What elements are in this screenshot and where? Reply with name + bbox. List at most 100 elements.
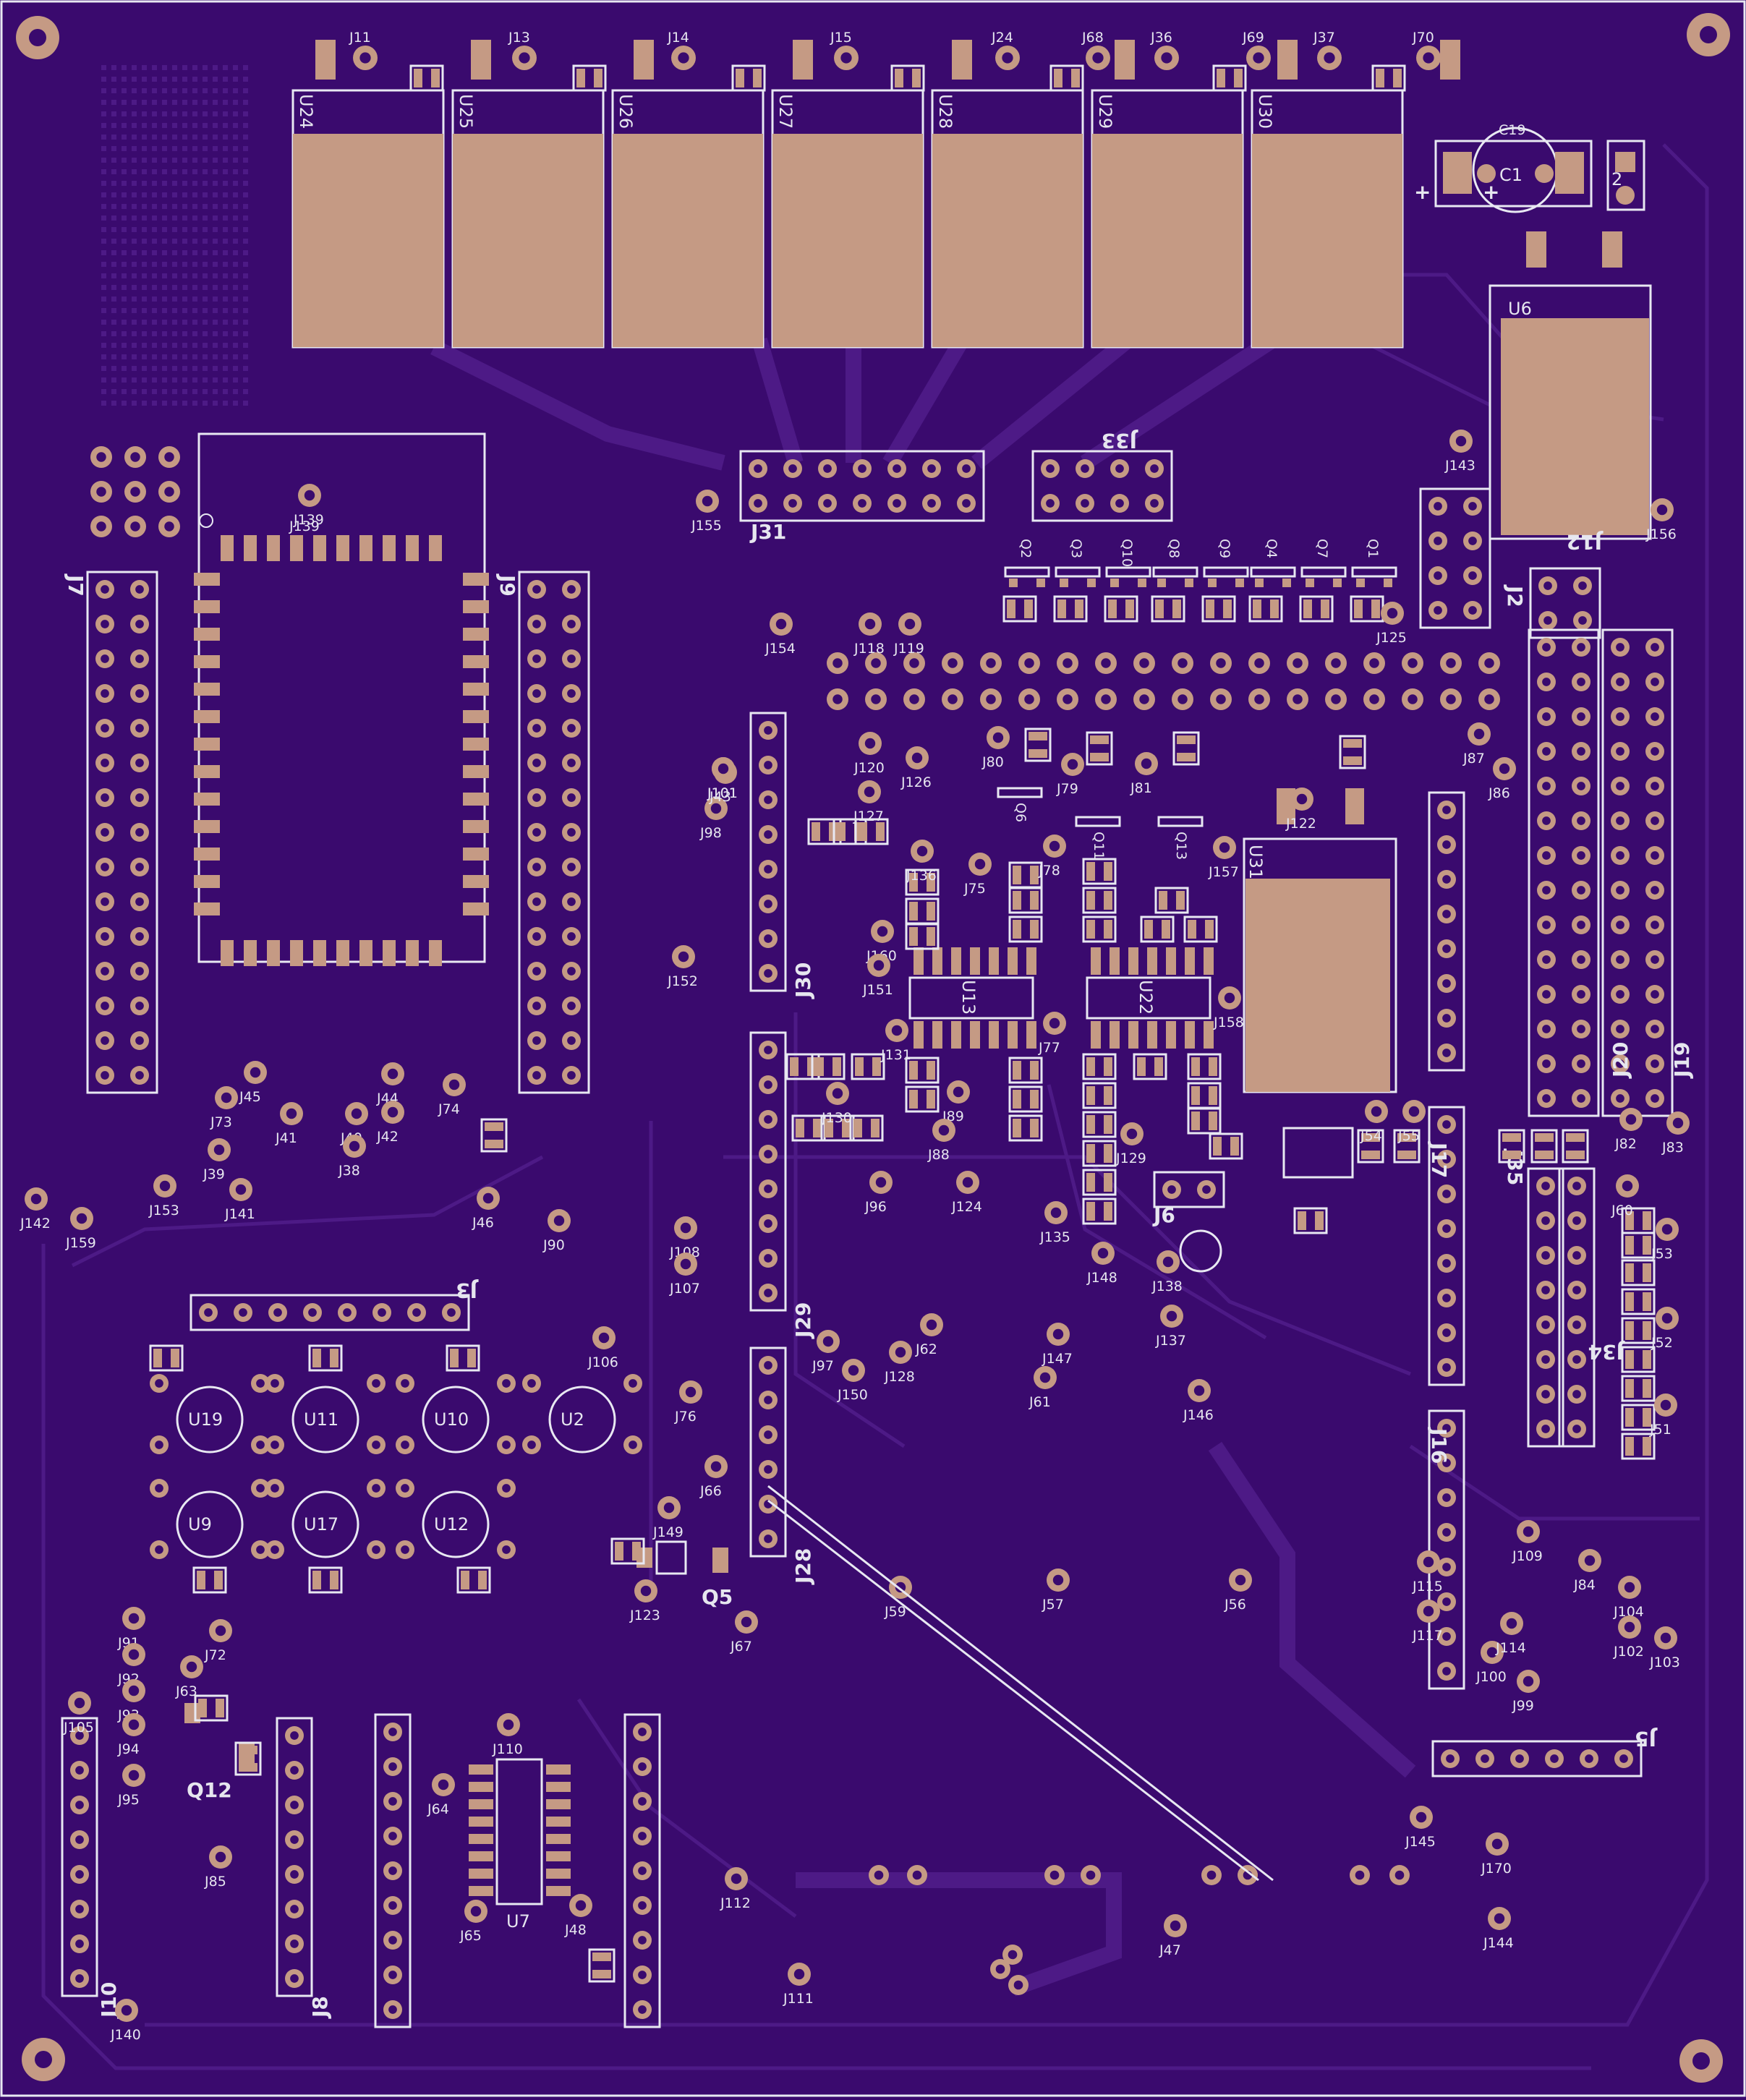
header-pin [527,996,546,1015]
smd-pad [1104,1115,1112,1134]
resistor-outline [1187,1053,1222,1080]
test-pad-label: J154 [765,641,796,657]
silk-dot [182,158,187,163]
j5-header [1431,1740,1643,1777]
smd-pad [912,69,921,88]
header-pin [527,858,546,876]
resistor [1082,1140,1117,1167]
u7-pin [546,1851,571,1861]
resistor [1621,1404,1656,1431]
pad-drill [1049,840,1060,852]
header-pin [1437,1254,1456,1273]
test-pad-label: J158 [1213,1015,1244,1030]
smd-pad [927,1061,935,1080]
smd-pad [1625,1236,1634,1255]
header-pin [1611,1089,1630,1108]
silk-dot [203,192,208,197]
header-pin [759,1425,778,1444]
u13-pin [932,947,942,975]
pad-drill [532,620,541,628]
pad-drill [155,1379,163,1388]
header-pin [338,1303,357,1322]
test-pad-label: J139 [293,512,324,528]
silk-dot [132,123,137,128]
silk-dot [111,77,116,82]
pad-drill [1572,1216,1581,1225]
pad-drill [567,620,576,628]
j80-pin [1172,688,1193,710]
module-pad-top [290,535,303,561]
header-pin [285,1726,304,1745]
j17-header [1428,1106,1465,1386]
smd-pad [1643,1236,1651,1255]
pad-drill [962,464,971,473]
test-pad-label: J143 [1444,458,1475,474]
pad-drill [1254,658,1264,668]
silk-dot [111,227,116,232]
j80-pin [827,688,848,710]
silk-dot [122,227,127,232]
header-pin [1572,742,1590,761]
test-pad-label: J66 [699,1483,722,1499]
header-pin [1572,1089,1590,1108]
transistor-pad [1235,579,1244,587]
silk-dot [172,401,177,406]
pad-drill [638,1797,647,1806]
pad-drill [992,732,1004,743]
silk-dot [203,100,208,105]
j20-label: J20 [1609,1042,1632,1079]
pad-drill [909,694,919,704]
test-pad-label: J110 [492,1741,523,1757]
module-pad-left [194,738,220,751]
test-pad [725,1867,748,1890]
test-pad [1043,1012,1066,1035]
silk-dot [172,100,177,105]
header-pin [1580,1749,1598,1768]
pad-drill [895,1582,906,1593]
module-extra-pin [158,481,180,503]
silk-dot [111,123,116,128]
silk-dot [203,331,208,336]
pad-drill [1442,1190,1451,1198]
pad-drill [135,585,144,594]
header-pin [1437,1488,1456,1507]
sensor-pin [396,1479,414,1498]
silk-dot [192,250,197,255]
silk-dot [233,331,238,336]
u13-outline [908,976,1034,1020]
resistor-outline [1082,1053,1117,1080]
silk-dot [182,366,187,371]
silk-dot [122,377,127,383]
silk-dot [192,169,197,174]
silk-dot [132,169,137,174]
test-pad [229,1178,252,1201]
test-pad-label: J51 [1649,1422,1672,1438]
pad-drill [412,1308,421,1317]
j9-label: J9 [495,573,519,597]
test-pad [1486,1832,1509,1856]
silk-dot [192,146,197,151]
header-pin [1537,915,1556,934]
silk-dot [223,146,228,151]
test-pad [122,1643,145,1666]
pad-drill [764,1254,772,1263]
smd-pad [1535,1133,1554,1142]
header-pin [1572,846,1590,865]
silk-dot [122,123,127,128]
pad-drill [135,1036,144,1045]
pad-drill [1423,1605,1434,1617]
silk-dot [172,158,177,163]
test-pad [1043,835,1066,858]
header-pin [562,754,581,772]
pad-drill [388,1832,397,1840]
header-pin [1437,835,1456,854]
smd-pad [431,69,440,88]
pad-drill [221,1092,232,1104]
header-pin [1463,532,1482,550]
header-outline [1031,450,1173,522]
silk-dot [213,123,218,128]
j29-header [749,1031,787,1312]
j12-header [1419,487,1491,629]
silk-dot [101,77,106,82]
test-pad [1654,1393,1677,1417]
